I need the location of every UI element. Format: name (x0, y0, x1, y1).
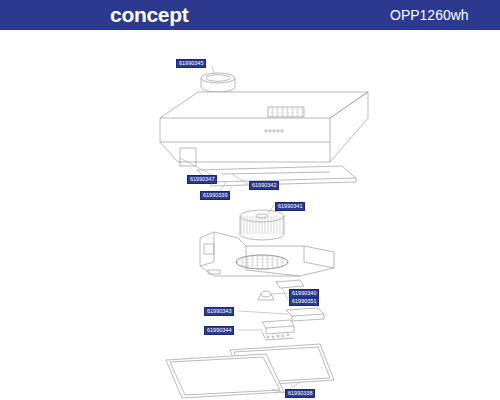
callout-number: 61990343 (204, 307, 234, 316)
brand-logo: concept (110, 3, 188, 27)
parts-drawing (160, 73, 368, 398)
callout-number: 61990345 (176, 59, 206, 68)
callout-number: 61990338 (285, 389, 315, 398)
leader-lines (180, 66, 300, 393)
callout-number: 61990344 (204, 326, 234, 335)
callout-number: 61990339 (200, 191, 230, 200)
model-number: OPP1260wh (390, 6, 469, 24)
callout-number: 61990342 (249, 181, 279, 190)
callout-number: 61990347 (187, 175, 217, 184)
callout-number: 61990351 (289, 297, 319, 306)
header-bar (0, 0, 500, 30)
callout-number: 61990341 (275, 202, 305, 211)
